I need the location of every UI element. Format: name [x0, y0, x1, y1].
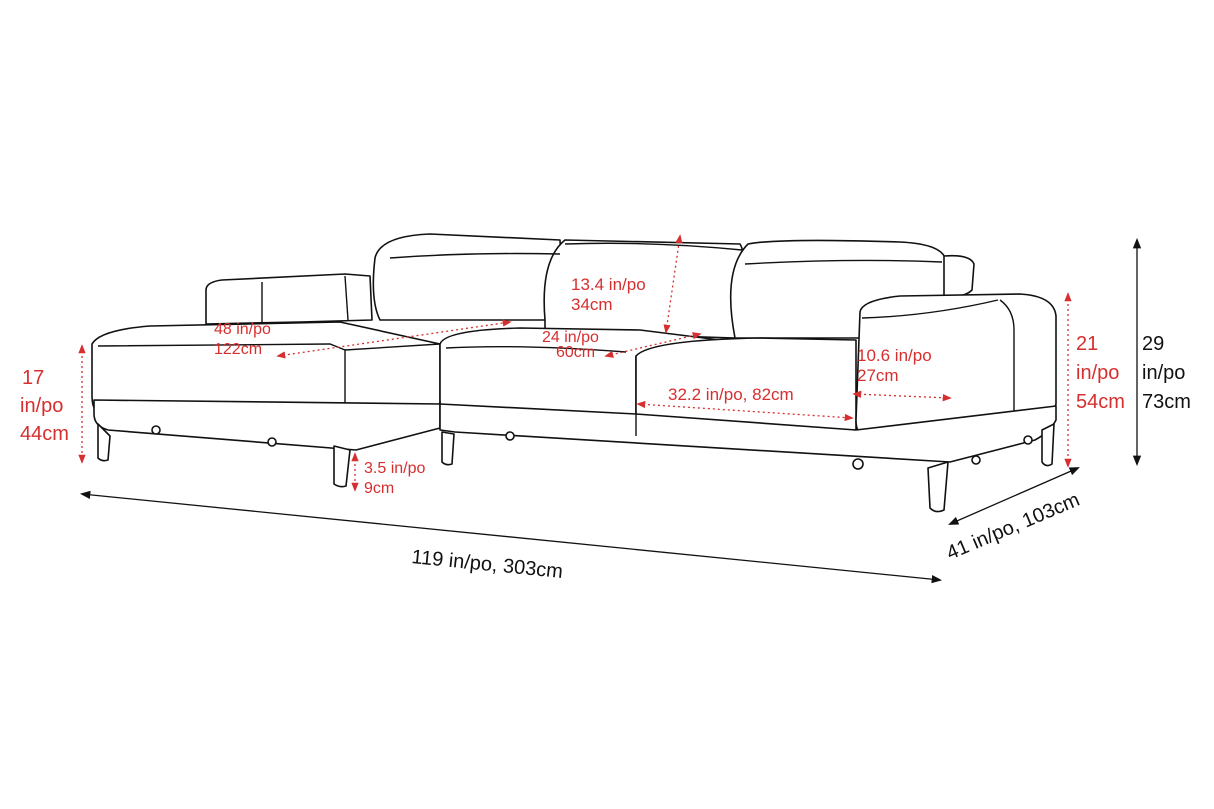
overall-height-label-1: 29 — [1142, 333, 1164, 355]
headrest-tip — [943, 254, 975, 297]
chaise-depth-line — [276, 319, 512, 359]
middle-seat-depth-label-2: 60cm — [556, 344, 595, 361]
arm-width-label-1: 10.6 in/po — [857, 346, 932, 365]
sofa-outline — [91, 233, 1057, 513]
overall-width-line — [79, 490, 943, 584]
overall-height-label-3: 73cm — [1142, 391, 1191, 413]
overall-width-label: 119 in/po, 303cm — [411, 546, 564, 583]
back-cushion-left — [372, 233, 562, 322]
arm-height-label-1: 21 — [1076, 333, 1098, 355]
chaise-depth-label-1: 48 in/po — [214, 321, 271, 338]
leg-4 — [927, 461, 949, 513]
leg-5 — [1041, 423, 1055, 467]
middle-seat-depth-line — [604, 332, 702, 358]
arm-width-label-2: 27cm — [857, 366, 899, 385]
seat-width-line — [636, 400, 854, 422]
dimension-lines — [78, 234, 1142, 584]
base-knob — [267, 437, 277, 447]
leg-height-label-1: 3.5 in/po — [364, 460, 425, 477]
seat-width-label: 32.2 in/po, 82cm — [668, 385, 794, 404]
seat-height-label-1: 17 — [22, 367, 44, 389]
headrest-height-label-2: 34cm — [571, 295, 613, 314]
base-knob — [971, 455, 981, 465]
headrest-height-line — [663, 234, 683, 334]
seat-height-label-3: 44cm — [20, 423, 69, 445]
base-knob — [852, 458, 864, 470]
middle-seat-depth-label-1: 24 in/po — [542, 329, 599, 346]
leg-height-label-2: 9cm — [364, 480, 394, 497]
chaise-depth-label-2: 122cm — [214, 341, 262, 358]
overall-depth-line — [948, 467, 1080, 525]
leg-1 — [97, 423, 111, 462]
chaise-base — [93, 399, 441, 451]
arm-height-label-3: 54cm — [1076, 391, 1125, 413]
arm-width-line — [852, 390, 952, 402]
seat-height-label-2: in/po — [20, 395, 63, 417]
base-knob — [151, 425, 161, 435]
leg-3 — [441, 431, 455, 466]
base-knob — [1023, 435, 1033, 445]
overall-height-label-2: in/po — [1142, 362, 1185, 384]
arm-height-label-2: in/po — [1076, 362, 1119, 384]
headrest-height-label-1: 13.4 in/po — [571, 275, 646, 294]
base-knob — [505, 431, 515, 441]
leg-2 — [333, 445, 351, 488]
overall-depth-label: 41 in/po, 103cm — [943, 489, 1083, 565]
